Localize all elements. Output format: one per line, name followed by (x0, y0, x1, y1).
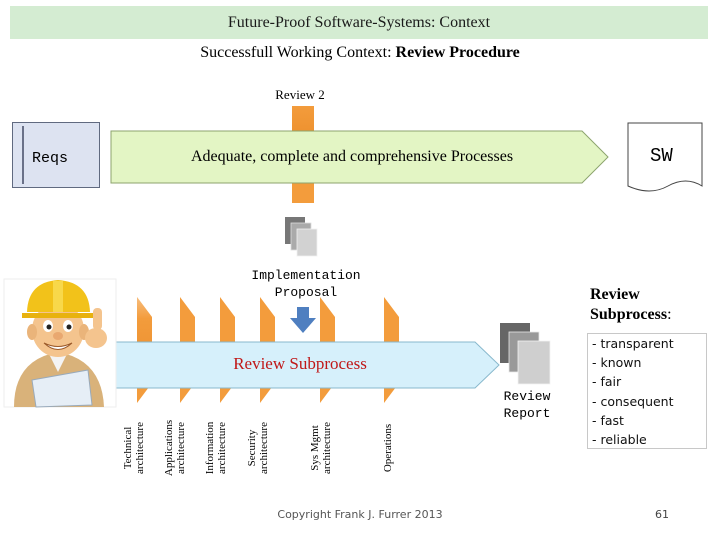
architecture-label-security: Security architecture (242, 393, 274, 503)
review-gate-bar-lower (292, 183, 314, 203)
architecture-label-technical: Technical architecture (118, 393, 150, 503)
qualities-frame (587, 333, 707, 449)
quality-item: - fast (592, 412, 624, 428)
heading-colon: : (667, 306, 672, 323)
implementation-proposal-line-2: Proposal (274, 285, 338, 300)
quality-item: - fair (592, 374, 622, 390)
quality-item: - reliable (592, 432, 647, 448)
slide-title: Future-Proof Software-Systems: Context (10, 6, 708, 39)
requirements-label: Reqs (32, 150, 69, 167)
review-gate-bar (292, 106, 314, 132)
architecture-label-line: architecture (216, 422, 228, 474)
implementation-proposal-line-1: Implementation (251, 268, 361, 283)
implementation-proposal-documents-icon (285, 217, 318, 257)
architecture-label-applications: Applications architecture (159, 393, 191, 503)
review-qualities-list: - transparent - known - fair - consequen… (592, 334, 674, 449)
copyright-notice: Copyright Frank J. Furrer 2013 (277, 508, 443, 521)
subtitle-emphasis: Review Procedure (395, 44, 520, 61)
quality-item: - transparent (592, 336, 674, 351)
engineer-with-hardhat-icon (3, 278, 117, 408)
quality-item: - consequent (592, 393, 674, 409)
software-output-label: SW (650, 145, 673, 167)
main-process-arrow (110, 130, 609, 184)
review-report-label: Review Report (497, 388, 557, 422)
subtitle-prefix: Successfull Working Context: (200, 44, 396, 61)
arrow-down-icon (290, 307, 316, 333)
architecture-label-line: Operations (382, 423, 394, 473)
page-number: 61 (655, 508, 669, 521)
architecture-label-line: Applications (163, 419, 175, 477)
architecture-label-line: architecture (321, 422, 333, 474)
architecture-label-line: Technical (122, 426, 134, 470)
architecture-label-information: Information architecture (200, 393, 232, 503)
architecture-label-line: Information (204, 421, 216, 475)
review-report-documents-icon (500, 323, 551, 385)
heading-suffix: Subprocess (590, 306, 668, 323)
review-subprocess-heading: Review Subprocess: (590, 285, 672, 325)
requirements-document (12, 122, 100, 188)
architecture-label-line: architecture (134, 422, 146, 474)
review-subprocess-label: Review Subprocess (233, 354, 367, 373)
architecture-label-operations: Operations (372, 393, 404, 503)
architecture-label-line: architecture (258, 422, 270, 474)
review-report-line-2: Report (503, 406, 551, 421)
main-process-label: Adequate, complete and comprehensive Pro… (190, 148, 514, 165)
architecture-label-sys-mgmt: Sys Mgmt architecture (305, 393, 337, 503)
review-report-line-1: Review (503, 389, 551, 404)
review-gate-label: Review 2 (275, 87, 325, 102)
architecture-label-line: Security (246, 429, 258, 467)
implementation-proposal-label: Implementation Proposal (226, 267, 386, 301)
heading-line-1: Review (590, 286, 640, 303)
sw-document-icon (627, 122, 703, 192)
requirements-document-spine (22, 126, 99, 184)
quality-item: - known (592, 355, 642, 371)
architecture-label-line: architecture (175, 422, 187, 474)
heading-line-2: Subprocess: (590, 305, 672, 325)
architecture-label-line: Sys Mgmt (309, 425, 321, 471)
slide-subtitle: Successfull Working Context: Review Proc… (0, 44, 720, 62)
